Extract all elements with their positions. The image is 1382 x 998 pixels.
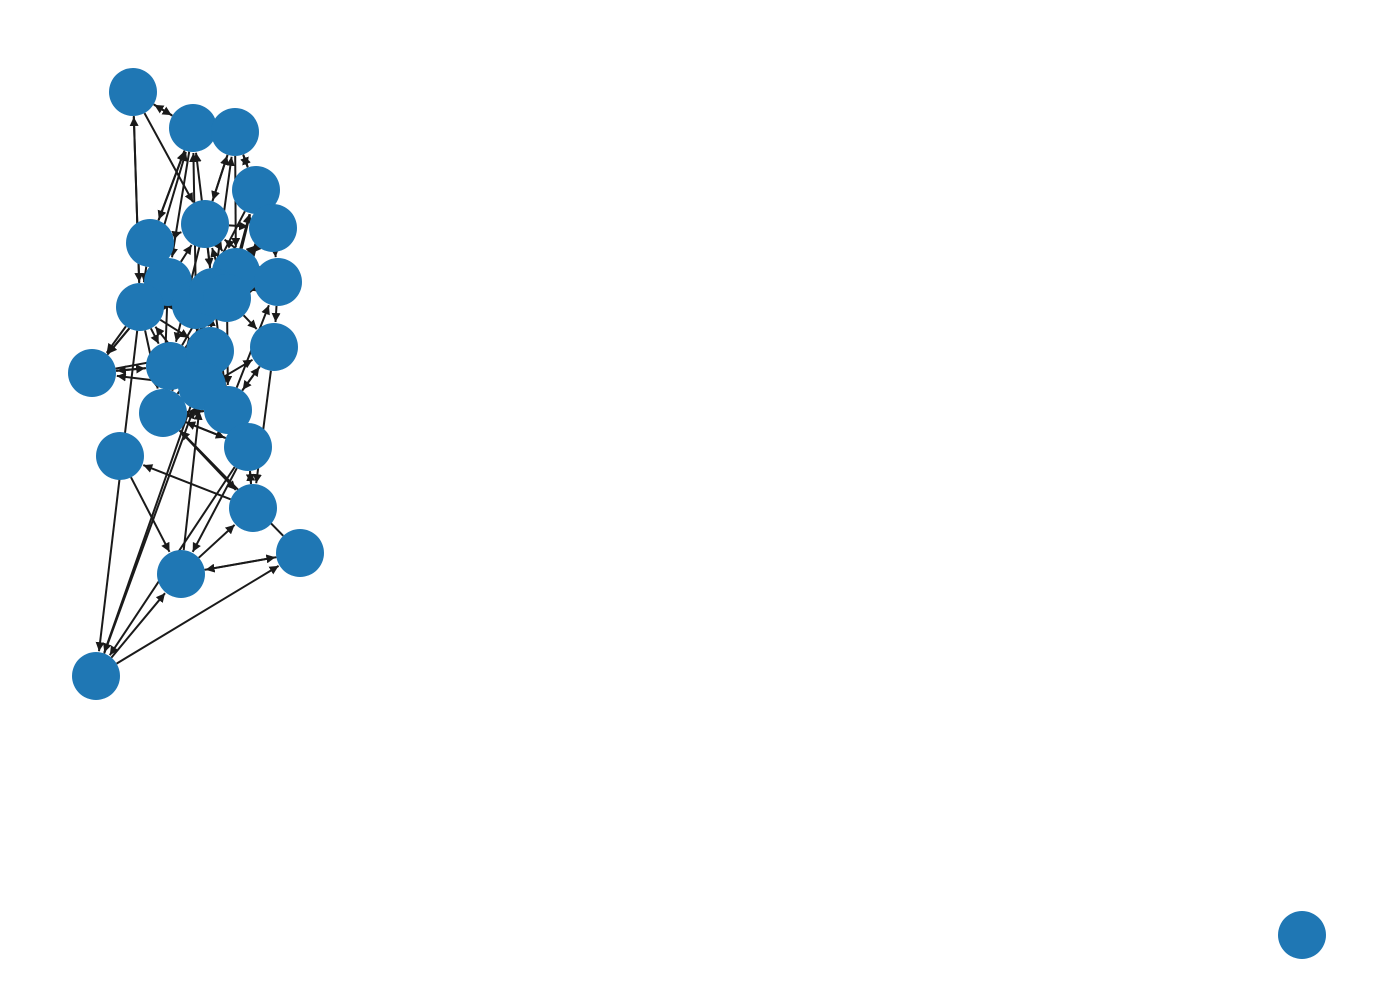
graph-node-18 (204, 386, 252, 434)
graph-node-26 (276, 529, 324, 577)
edge-23-to-24 (130, 476, 171, 553)
edge-5-to-6 (171, 230, 182, 240)
graph-node-20 (224, 423, 272, 471)
edge-13-to-21 (242, 314, 258, 330)
edge-25-to-17 (103, 409, 195, 654)
edge-6-to-12 (204, 247, 214, 268)
edge-8-to-15 (150, 327, 160, 345)
edge-1-to-5 (157, 150, 186, 220)
edge-22-to-20 (246, 471, 256, 485)
graph-node-2 (211, 108, 259, 156)
graph-node-23 (96, 432, 144, 480)
edge-24-to-26 (204, 554, 276, 571)
graph-node-27 (1278, 911, 1326, 959)
graph-node-4 (249, 204, 297, 252)
edge-8-to-14 (105, 325, 127, 354)
edge-25-to-26 (116, 565, 280, 665)
edge-25-to-24 (110, 592, 166, 659)
graph-node-24 (157, 550, 205, 598)
edge-24-to-22 (198, 524, 236, 559)
edge-6-to-10 (213, 240, 224, 252)
graph-node-21 (250, 323, 298, 371)
graph-node-14 (68, 349, 116, 397)
nodes-layer (68, 68, 1326, 959)
graph-node-13 (203, 274, 251, 322)
graph-node-1 (169, 104, 217, 152)
edge-15-to-14 (116, 365, 147, 375)
graph-node-8 (116, 283, 164, 331)
edge-8-to-25 (95, 330, 139, 652)
graph-node-6 (181, 200, 229, 248)
edge-22-to-23 (142, 464, 231, 501)
graph-node-5 (126, 219, 174, 267)
edge-6-to-4 (228, 221, 249, 231)
edge-11-to-21 (271, 305, 281, 323)
edge-0-to-6 (143, 112, 194, 203)
edge-7-to-6 (180, 244, 193, 263)
graph-node-11 (254, 258, 302, 306)
edge-4-to-11 (270, 247, 280, 258)
graph-node-22 (229, 484, 277, 532)
graph-node-25 (72, 652, 120, 700)
edge-21-to-18 (241, 365, 261, 391)
edge-20-to-19 (185, 421, 227, 440)
edge-3-to-2 (242, 155, 251, 168)
edge-19-to-18 (186, 407, 204, 417)
edge-0-to-1 (153, 103, 173, 116)
edge-1-to-7 (169, 151, 191, 258)
graph-node-19 (139, 389, 187, 437)
edge-24-to-17 (182, 410, 203, 551)
edge-2-to-6 (211, 154, 229, 201)
edge-8-to-16 (159, 318, 190, 339)
graph-node-3 (232, 166, 280, 214)
graph-node-0 (109, 68, 157, 116)
